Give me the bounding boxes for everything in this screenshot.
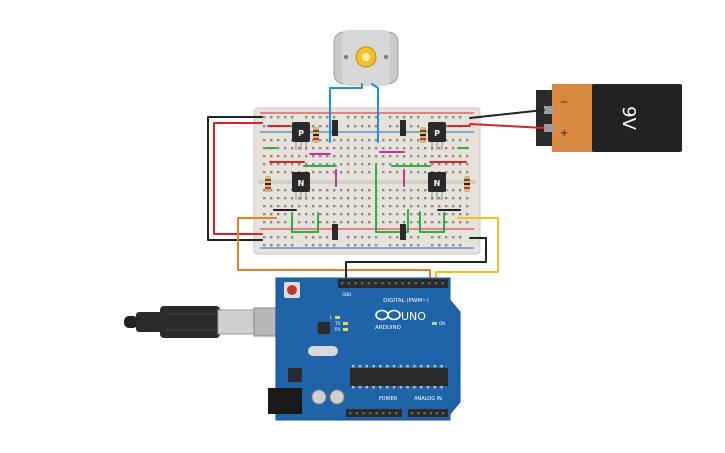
analog-header-label: ANALOG IN — [414, 396, 442, 402]
led-l — [335, 316, 340, 319]
led-l-label: L — [330, 315, 333, 320]
led-rx-label: RX — [335, 327, 341, 332]
capacitor-left — [311, 389, 327, 405]
wire-green-center[interactable] — [375, 165, 409, 233]
resistor-top-right[interactable] — [420, 127, 426, 143]
wire-motor-left[interactable] — [329, 83, 363, 143]
battery-plus-label: + — [560, 128, 568, 139]
wire-left-ground-loop[interactable] — [207, 116, 263, 241]
battery-body-black — [592, 84, 682, 152]
usb-chip — [318, 322, 330, 334]
led-tx-label: TX — [334, 321, 340, 326]
arduino-brand: ARDUINO — [375, 325, 402, 331]
arduino-infinity-icon — [375, 309, 401, 321]
power-header[interactable] — [346, 409, 402, 417]
power-header-label: POWER — [379, 396, 398, 402]
wire-arduino-ground[interactable] — [345, 237, 487, 283]
resistor-mid-left[interactable] — [265, 176, 271, 192]
led-on — [432, 322, 437, 325]
npn-right-label: N — [434, 179, 441, 188]
battery-body-orange — [552, 84, 594, 152]
resistors[interactable] — [265, 127, 470, 192]
atmega-chip — [350, 368, 448, 386]
regulator-chip — [288, 368, 302, 382]
battery-terminal-minus[interactable] — [544, 106, 554, 114]
wire-yellow-pin[interactable] — [435, 217, 499, 283]
breadboard-channel — [258, 180, 476, 184]
gnd-top-label: GND — [342, 292, 351, 297]
diode-bottom-right[interactable] — [400, 224, 406, 240]
battery-voltage-label: 9V — [618, 106, 639, 130]
transistor-pnp-right[interactable]: P — [428, 122, 446, 150]
battery-minus-label: − — [560, 97, 568, 108]
wires[interactable] — [207, 83, 545, 283]
wire-green-right-bottom[interactable] — [419, 211, 445, 233]
pnp-right-label: P — [434, 129, 440, 138]
transistor-pnp-left[interactable]: P — [292, 122, 310, 150]
resistor-mid-right[interactable] — [464, 176, 470, 192]
battery-terminal-plus[interactable] — [544, 124, 554, 132]
pnp-left-label: P — [298, 129, 304, 138]
power-jack[interactable] — [268, 388, 302, 414]
wire-motor-right[interactable] — [371, 83, 379, 143]
diode-bottom-left[interactable] — [332, 224, 338, 240]
wire-battery-positive[interactable] — [469, 123, 545, 129]
crystal-oscillator — [308, 346, 338, 356]
arduino-uno-board[interactable]: DIGITAL (PWM~) GND ARDUINO UNO L TX RX O… — [268, 277, 461, 421]
resistor-top-left[interactable] — [313, 127, 319, 143]
analog-header[interactable] — [408, 409, 448, 417]
capacitor-right — [329, 389, 345, 405]
bottom-header-pins — [349, 412, 445, 415]
digital-header-label: DIGITAL (PWM~) — [383, 298, 429, 304]
led-on-label: ON — [439, 321, 445, 326]
digital-header-pins — [341, 282, 444, 285]
reset-button-cap — [287, 285, 297, 295]
diode-top-left[interactable] — [332, 120, 338, 136]
wire-orange-pin[interactable] — [237, 217, 431, 283]
npn-left-label: N — [298, 179, 305, 188]
diodes[interactable] — [332, 120, 406, 240]
dc-motor-icon[interactable] — [333, 30, 399, 86]
transistor-npn-right[interactable]: N — [428, 172, 446, 200]
wire-green-left-bottom[interactable] — [291, 212, 319, 233]
usb-cable-icon[interactable] — [124, 306, 277, 338]
wire-battery-negative[interactable] — [469, 109, 545, 119]
transistor-npn-left[interactable]: N — [292, 172, 310, 200]
transistors[interactable]: P P N N — [292, 122, 446, 200]
atmega-chip-legs — [352, 365, 443, 389]
led-tx — [343, 322, 348, 325]
diode-top-right[interactable] — [400, 120, 406, 136]
digital-header[interactable] — [338, 279, 448, 288]
battery-9v[interactable]: − + 9V — [536, 84, 682, 152]
led-rx — [343, 328, 348, 331]
arduino-model: UNO — [401, 310, 426, 323]
breadboard[interactable] — [253, 107, 481, 255]
